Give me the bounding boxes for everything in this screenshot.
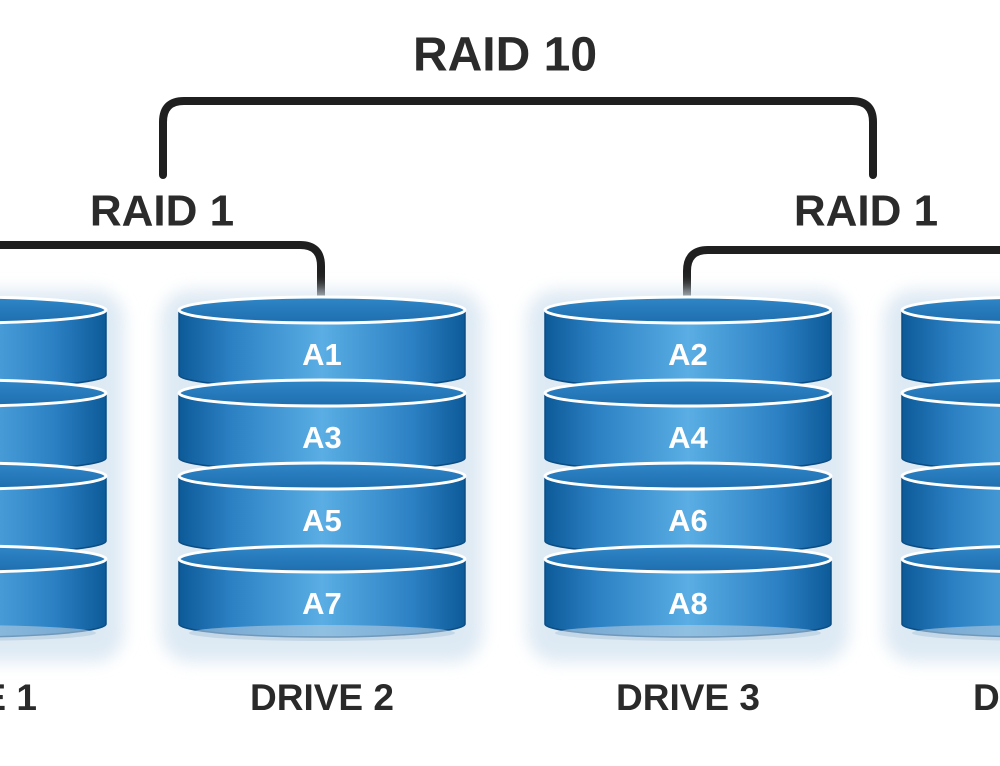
drive-3-platter-3: A6 [543, 461, 833, 555]
drive-1-platter-1 [0, 295, 108, 389]
drive-4-base [912, 625, 1000, 641]
drive-1-label: DRIVE 1 [0, 677, 37, 718]
platter-body [901, 392, 1000, 472]
drive-3-platter-2: A4 [543, 378, 833, 472]
drive-4-label: DRIVE 4 [973, 677, 1000, 718]
drive-3-platter-1: A2 [543, 295, 833, 389]
drive-4-platter-3 [900, 462, 1000, 555]
platter-top [543, 295, 833, 325]
drive-4-platter-1 [900, 296, 1000, 389]
platter-top [900, 545, 1000, 573]
drive-2-platter-1: A1 [177, 295, 467, 389]
drive-2-label: DRIVE 2 [250, 677, 394, 718]
platter-body [0, 392, 107, 472]
platter-top [543, 544, 833, 574]
platter-label: A4 [668, 420, 708, 455]
raid1-right-title: RAID 1 [794, 187, 938, 236]
platter-top [543, 461, 833, 491]
drive-1-platter-2 [0, 378, 108, 472]
platter-top [177, 461, 467, 491]
platter-top [900, 462, 1000, 490]
platter-label: A3 [302, 420, 342, 455]
drive-3-label: DRIVE 3 [616, 677, 760, 718]
drive-2-platter-3: A5 [177, 461, 467, 555]
platter-body [0, 309, 107, 389]
drive-1-platter-4 [0, 544, 108, 638]
platter-top [900, 379, 1000, 407]
platter-top [0, 461, 108, 491]
raid10-connector [159, 97, 877, 179]
platter-body [901, 475, 1000, 555]
drive-3-platter-4: A8 [543, 544, 833, 638]
drive-1 [0, 290, 124, 662]
platter-top [0, 295, 108, 325]
drive-3-base [555, 625, 821, 641]
platter-top [543, 378, 833, 408]
drive-4 [884, 290, 1000, 662]
platter-body [0, 558, 107, 638]
raid1-left-connector [0, 241, 325, 309]
platter-top [177, 544, 467, 574]
raid10-title: RAID 10 [413, 29, 597, 82]
platter-label: A5 [302, 503, 342, 538]
drive-1-base [0, 625, 96, 641]
platter-top [900, 296, 1000, 324]
platter-label: A8 [668, 586, 708, 621]
drive-1-platter-3 [0, 461, 108, 555]
drive-4-platter-2 [900, 379, 1000, 472]
drive-4-platter-4 [900, 545, 1000, 638]
platter-label: A2 [668, 337, 708, 372]
platter-top [177, 295, 467, 325]
platter-top [0, 378, 108, 408]
platter-label: A6 [668, 503, 708, 538]
platter-body [0, 475, 107, 555]
platter-body [901, 558, 1000, 638]
drive-2-base [189, 625, 455, 641]
raid1-right-connector [683, 246, 1000, 309]
platter-top [177, 378, 467, 408]
platter-top [0, 544, 108, 574]
raid1-left-title: RAID 1 [90, 187, 234, 236]
drive-2-platter-2: A3 [177, 378, 467, 472]
platter-body [901, 309, 1000, 389]
platter-label: A7 [302, 586, 342, 621]
drive-2-platter-4: A7 [177, 544, 467, 638]
platter-label: A1 [302, 337, 342, 372]
